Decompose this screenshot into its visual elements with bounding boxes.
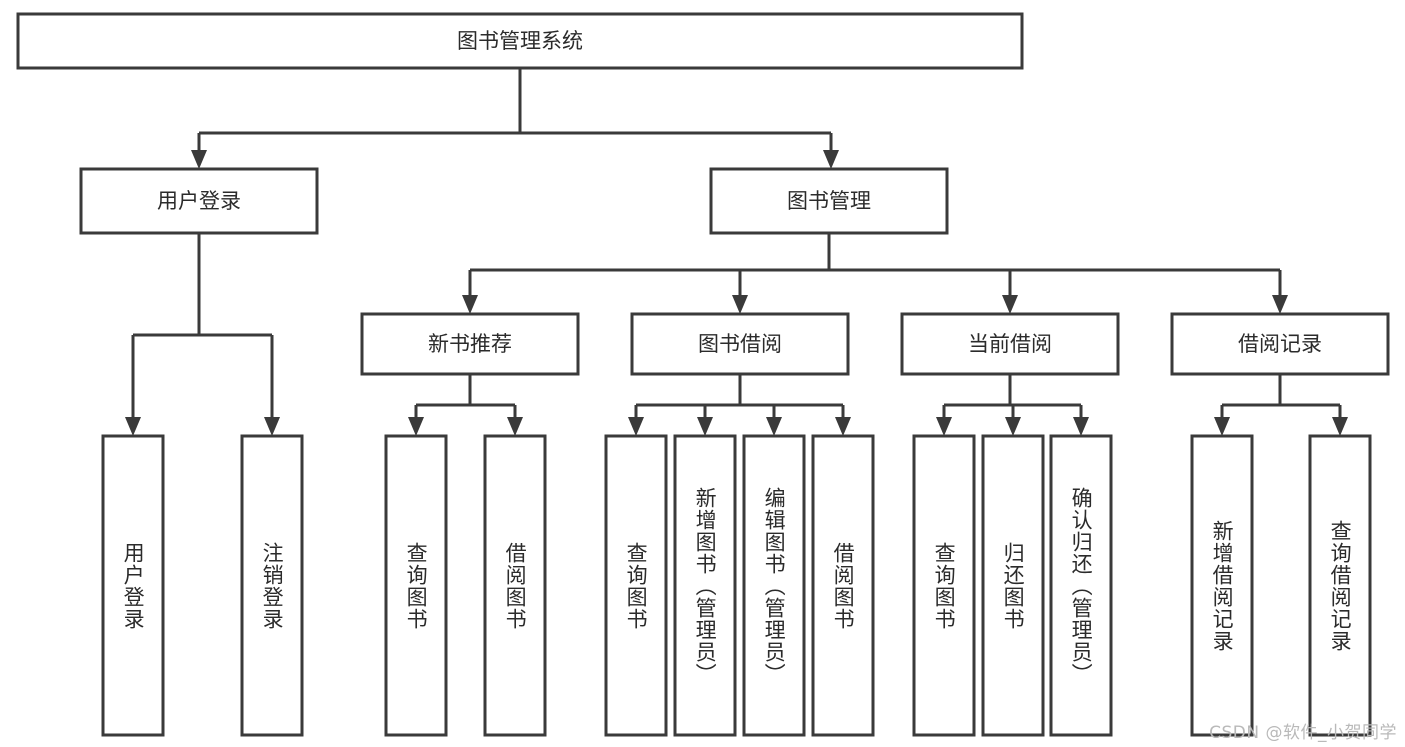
leaf-box-2[interactable] [384, 434, 448, 737]
level2-box-2[interactable] [900, 312, 1120, 376]
arrow-head-icon [462, 295, 478, 314]
connector-newbook-to-leaves [408, 374, 523, 436]
connector-bookborrow-to-leaves [628, 374, 851, 436]
arrow-head-icon [125, 417, 141, 436]
node-root[interactable]: 图书管理系统 [16, 12, 1024, 70]
connector-currentborrow-to-leaves [936, 374, 1089, 436]
level2-label-2: 当前借阅 [968, 332, 1052, 356]
root-label: 图书管理系统 [457, 29, 583, 53]
arrow-head-icon [936, 417, 952, 436]
leaf-box-10[interactable] [1049, 434, 1113, 737]
node-current-borrow[interactable]: 当前借阅 [900, 312, 1120, 376]
arrow-head-icon [628, 417, 644, 436]
leaf-box-1[interactable] [240, 434, 304, 737]
arrow-head-icon [191, 150, 207, 169]
level1-label-0: 用户登录 [157, 189, 241, 213]
level1-box-0[interactable] [79, 167, 319, 235]
arrow-head-icon [507, 417, 523, 436]
node-book-borrow[interactable]: 图书借阅 [630, 312, 850, 376]
arrow-head-icon [823, 150, 839, 169]
level2-box-0[interactable] [360, 312, 580, 376]
node-book-management[interactable]: 图书管理 [709, 167, 949, 235]
connector-borrowrecord-to-leaves [1214, 374, 1348, 436]
arrow-head-icon [1332, 417, 1348, 436]
leaf-box-0[interactable] [101, 434, 165, 737]
arrow-head-icon [1005, 417, 1021, 436]
node-user-login[interactable]: 用户登录 [79, 167, 319, 235]
leaf-box-12[interactable] [1308, 434, 1372, 737]
leaf-box-5[interactable] [673, 434, 737, 737]
watermark-text: CSDN @软件_小贺同学 [1209, 723, 1397, 743]
connector-bookmgmt-to-level2 [462, 233, 1288, 314]
arrow-head-icon [766, 417, 782, 436]
arrow-head-icon [1073, 417, 1089, 436]
arrow-head-icon [264, 417, 280, 436]
arrow-head-icon [835, 417, 851, 436]
leaf-box-3[interactable] [483, 434, 547, 737]
node-borrow-record[interactable]: 借阅记录 [1170, 312, 1390, 376]
arrow-head-icon [408, 417, 424, 436]
level2-label-1: 图书借阅 [698, 332, 782, 356]
leaf-box-9[interactable] [981, 434, 1045, 737]
leaf-box-8[interactable] [912, 434, 976, 737]
arrow-head-icon [1002, 295, 1018, 314]
arrow-head-icon [732, 295, 748, 314]
connector-userlogin-to-leaves [125, 233, 280, 436]
node-new-book-recommend[interactable]: 新书推荐 [360, 312, 580, 376]
leaf-box-4[interactable] [604, 434, 668, 737]
leaf-box-7[interactable] [811, 434, 875, 737]
connector-root-to-level1 [191, 68, 839, 169]
level1-label-1: 图书管理 [787, 189, 871, 213]
arrow-head-icon [697, 417, 713, 436]
arrow-head-icon [1214, 417, 1230, 436]
level2-label-0: 新书推荐 [428, 332, 512, 356]
arrow-head-icon [1272, 295, 1288, 314]
leaf-box-11[interactable] [1190, 434, 1254, 737]
leaf-box-6[interactable] [742, 434, 806, 737]
level2-label-3: 借阅记录 [1238, 332, 1322, 356]
root-box[interactable] [16, 12, 1024, 70]
